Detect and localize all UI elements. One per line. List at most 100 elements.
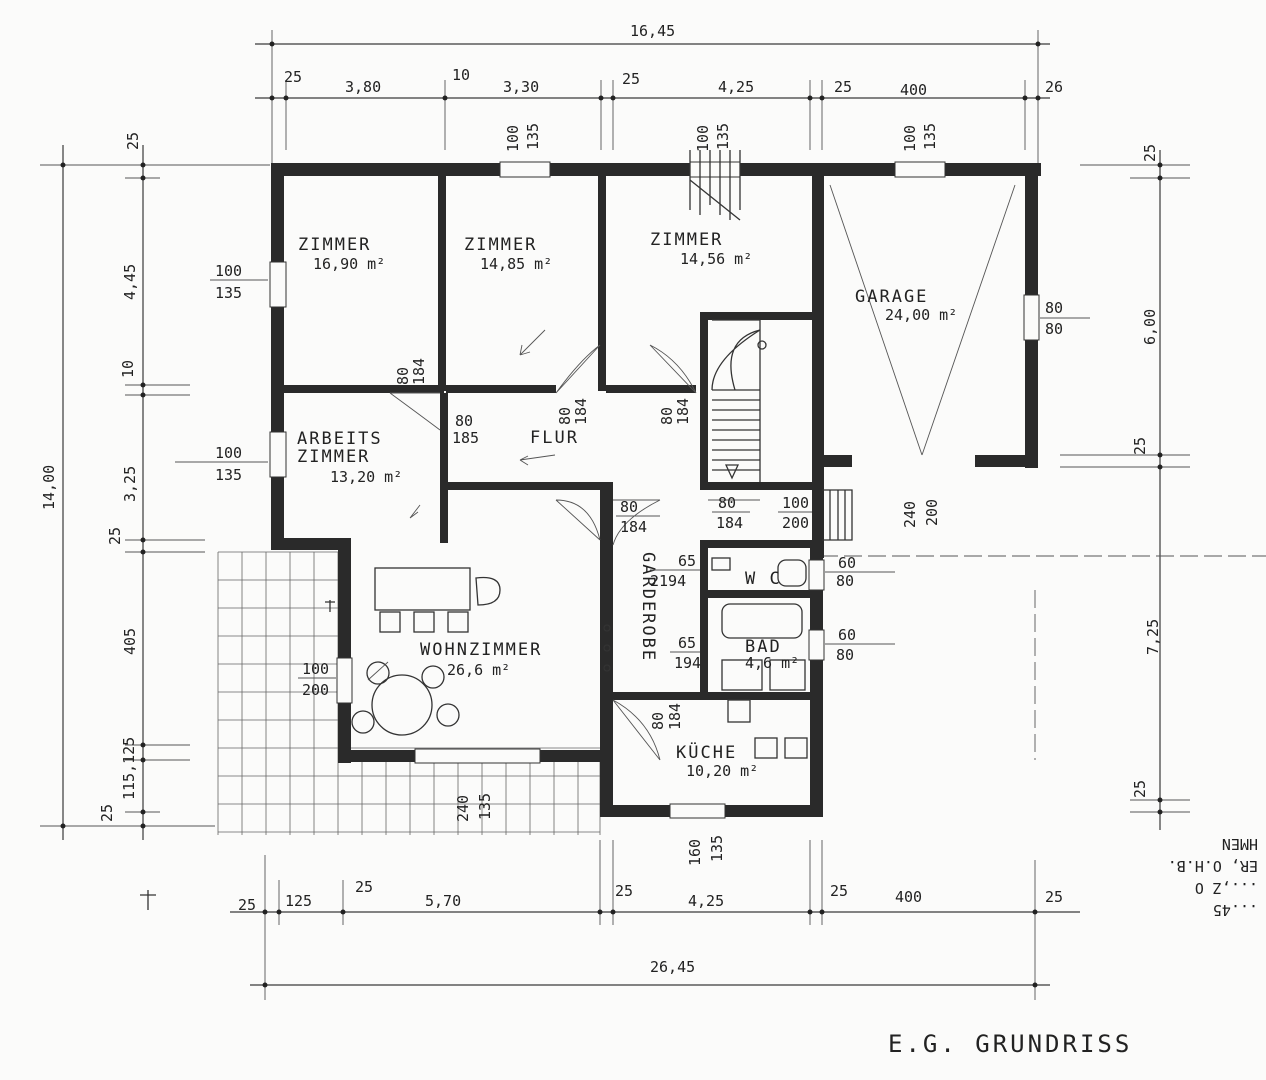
dim-top-seg1: 25: [284, 68, 302, 86]
dim-top-seg7: 25: [834, 78, 852, 96]
dim-bottom-seg6: 4,25: [688, 892, 724, 910]
win-arb-left-h: 135: [215, 466, 242, 484]
dim-top-seg5: 25: [622, 70, 640, 88]
win-gar-top-w: 100: [901, 125, 919, 152]
room-kueche-area: 10,20 m²: [686, 762, 758, 780]
room-arbeitszimmer-name: ARBEITS: [297, 429, 383, 449]
dim-left-seg6: 405: [121, 628, 139, 655]
margin-text-3: ER, O.H.B.: [1168, 857, 1258, 875]
room-wc-name: W C: [745, 569, 782, 589]
win-wc-right-w: 60: [838, 554, 856, 572]
windows: [269, 161, 1040, 819]
door-terrace-h: 135: [476, 793, 494, 820]
door-terrace-w: 240: [454, 795, 472, 822]
door-kueche-w: 80: [649, 712, 667, 730]
room-garage-area: 24,00 m²: [885, 306, 957, 324]
dim-right-seg4: 7,25: [1144, 619, 1162, 655]
margin-text-1: ...45: [1213, 901, 1258, 919]
dim-bottom-seg3: 25: [355, 878, 373, 896]
margin-text-2: ...,Z O: [1195, 879, 1258, 897]
dim-left-seg2: 4,45: [121, 264, 139, 300]
win-z3-top-w: 100: [694, 125, 712, 152]
dim-bottom-seg1: 25: [238, 896, 256, 914]
door-stair-w: 80: [718, 494, 736, 512]
room-labels: ZIMMER 16,90 m² ZIMMER 14,85 m² ZIMMER 1…: [297, 230, 957, 780]
room-arbeitszimmer-area: 13,20 m²: [330, 468, 402, 486]
win-z3-top-h: 135: [714, 123, 732, 150]
win-kueche-bottom-h: 135: [708, 835, 726, 862]
dim-top-seg3: 10: [452, 66, 470, 84]
dim-bottom-seg9: 25: [1045, 888, 1063, 906]
dim-right-seg2: 6,00: [1141, 309, 1159, 345]
room-zimmer2-name: ZIMMER: [464, 235, 537, 255]
dimension-dots: [60, 41, 1163, 988]
door-wc2-h: 200: [782, 514, 809, 532]
win-z2-top-w: 100: [504, 125, 522, 152]
win-wohn-left-h: 200: [302, 681, 329, 699]
win-wc-right-h: 80: [836, 572, 854, 590]
win-gar-top-h: 135: [921, 123, 939, 150]
door-z1-h: 184: [410, 358, 428, 385]
dim-top-seg4: 3,30: [503, 78, 539, 96]
door-z3-w: 80: [658, 407, 676, 425]
door-wohn-h: 184: [620, 518, 647, 536]
dim-right-seg3: 25: [1131, 437, 1149, 455]
room-wohnzimmer-name: WOHNZIMMER: [420, 640, 542, 660]
dim-left-seg8: 25: [98, 804, 116, 822]
room-zimmer1-area: 16,90 m²: [313, 255, 385, 273]
win-gar-right-w: 80: [1045, 299, 1063, 317]
dim-right-seg1: 25: [1141, 144, 1159, 162]
room-zimmer1-name: ZIMMER: [298, 235, 371, 255]
door-wc-w: 65: [678, 552, 696, 570]
door-wohn-w: 80: [620, 498, 638, 516]
door-kueche-h: 184: [666, 703, 684, 730]
door-wc2-w: 100: [782, 494, 809, 512]
win-arb-left-w: 100: [215, 444, 242, 462]
door-stair-h: 184: [716, 514, 743, 532]
door-bad-w: 65: [678, 634, 696, 652]
garage-door-w: 240: [901, 501, 919, 528]
win-gar-right-h: 80: [1045, 320, 1063, 338]
win-bad-right-h: 80: [836, 646, 854, 664]
room-bad-name: BAD: [745, 637, 782, 657]
door-z2-h: 184: [572, 398, 590, 425]
dim-bottom-seg4: 5,70: [425, 892, 461, 910]
door-z1-w: 80: [394, 367, 412, 385]
margin-stamp: ...45 ...,Z O ER, O.H.B. HMEN: [1168, 835, 1258, 919]
margin-text-4: HMEN: [1222, 835, 1258, 853]
plan-title: E.G. GRUNDRISS: [888, 1030, 1132, 1058]
room-garderobe-name: GARDEROBE: [638, 552, 658, 662]
dim-left-seg4: 3,25: [121, 466, 139, 502]
opening-labels: 100 135 100 135 100 200 100 135 100 135 …: [175, 123, 1090, 866]
dim-top-seg9: 26: [1045, 78, 1063, 96]
fixtures: [140, 150, 1016, 910]
room-bad-area: 4,6 m²: [745, 654, 799, 672]
dim-left-seg7: 115,125: [120, 737, 138, 800]
win-z2-top-h: 135: [524, 123, 542, 150]
room-zimmer2-area: 14,85 m²: [480, 255, 552, 273]
dim-bottom-seg2: 125: [285, 892, 312, 910]
dims-top: 16,45 25 3,80 10 3,30 25 4,25 25 400 26: [284, 22, 1063, 99]
door-arb-h: 185: [452, 429, 479, 447]
win-kueche-bottom-w: 160: [686, 839, 704, 866]
terrace-tiles: [217, 551, 601, 835]
dim-left-seg3: 10: [119, 360, 137, 378]
room-flur-name: FLUR: [530, 428, 579, 448]
garage-door-h: 200: [923, 499, 941, 526]
dims-left: 14,00 25 4,45 10 3,25 25 405 115,125 25: [40, 132, 142, 822]
room-garage-name: GARAGE: [855, 287, 928, 307]
door-z3-h: 184: [674, 398, 692, 425]
win-z1-left-h: 135: [215, 284, 242, 302]
room-arbeitszimmer-name2: ZIMMER: [297, 447, 370, 467]
dim-top-seg8: 400: [900, 81, 927, 99]
room-zimmer3-area: 14,56 m²: [680, 250, 752, 268]
door-wc-h: 2194: [650, 572, 686, 590]
dim-left-seg1: 25: [124, 132, 142, 150]
dim-right-seg5: 25: [1131, 780, 1149, 798]
dim-left-seg5: 25: [106, 527, 124, 545]
dim-top-total: 16,45: [630, 22, 675, 40]
dim-bottom-seg8: 400: [895, 888, 922, 906]
dims-bottom: 26,45 25 125 25 5,70 25 4,25 25 400 25: [238, 878, 1063, 976]
dim-bottom-total: 26,45: [650, 958, 695, 976]
